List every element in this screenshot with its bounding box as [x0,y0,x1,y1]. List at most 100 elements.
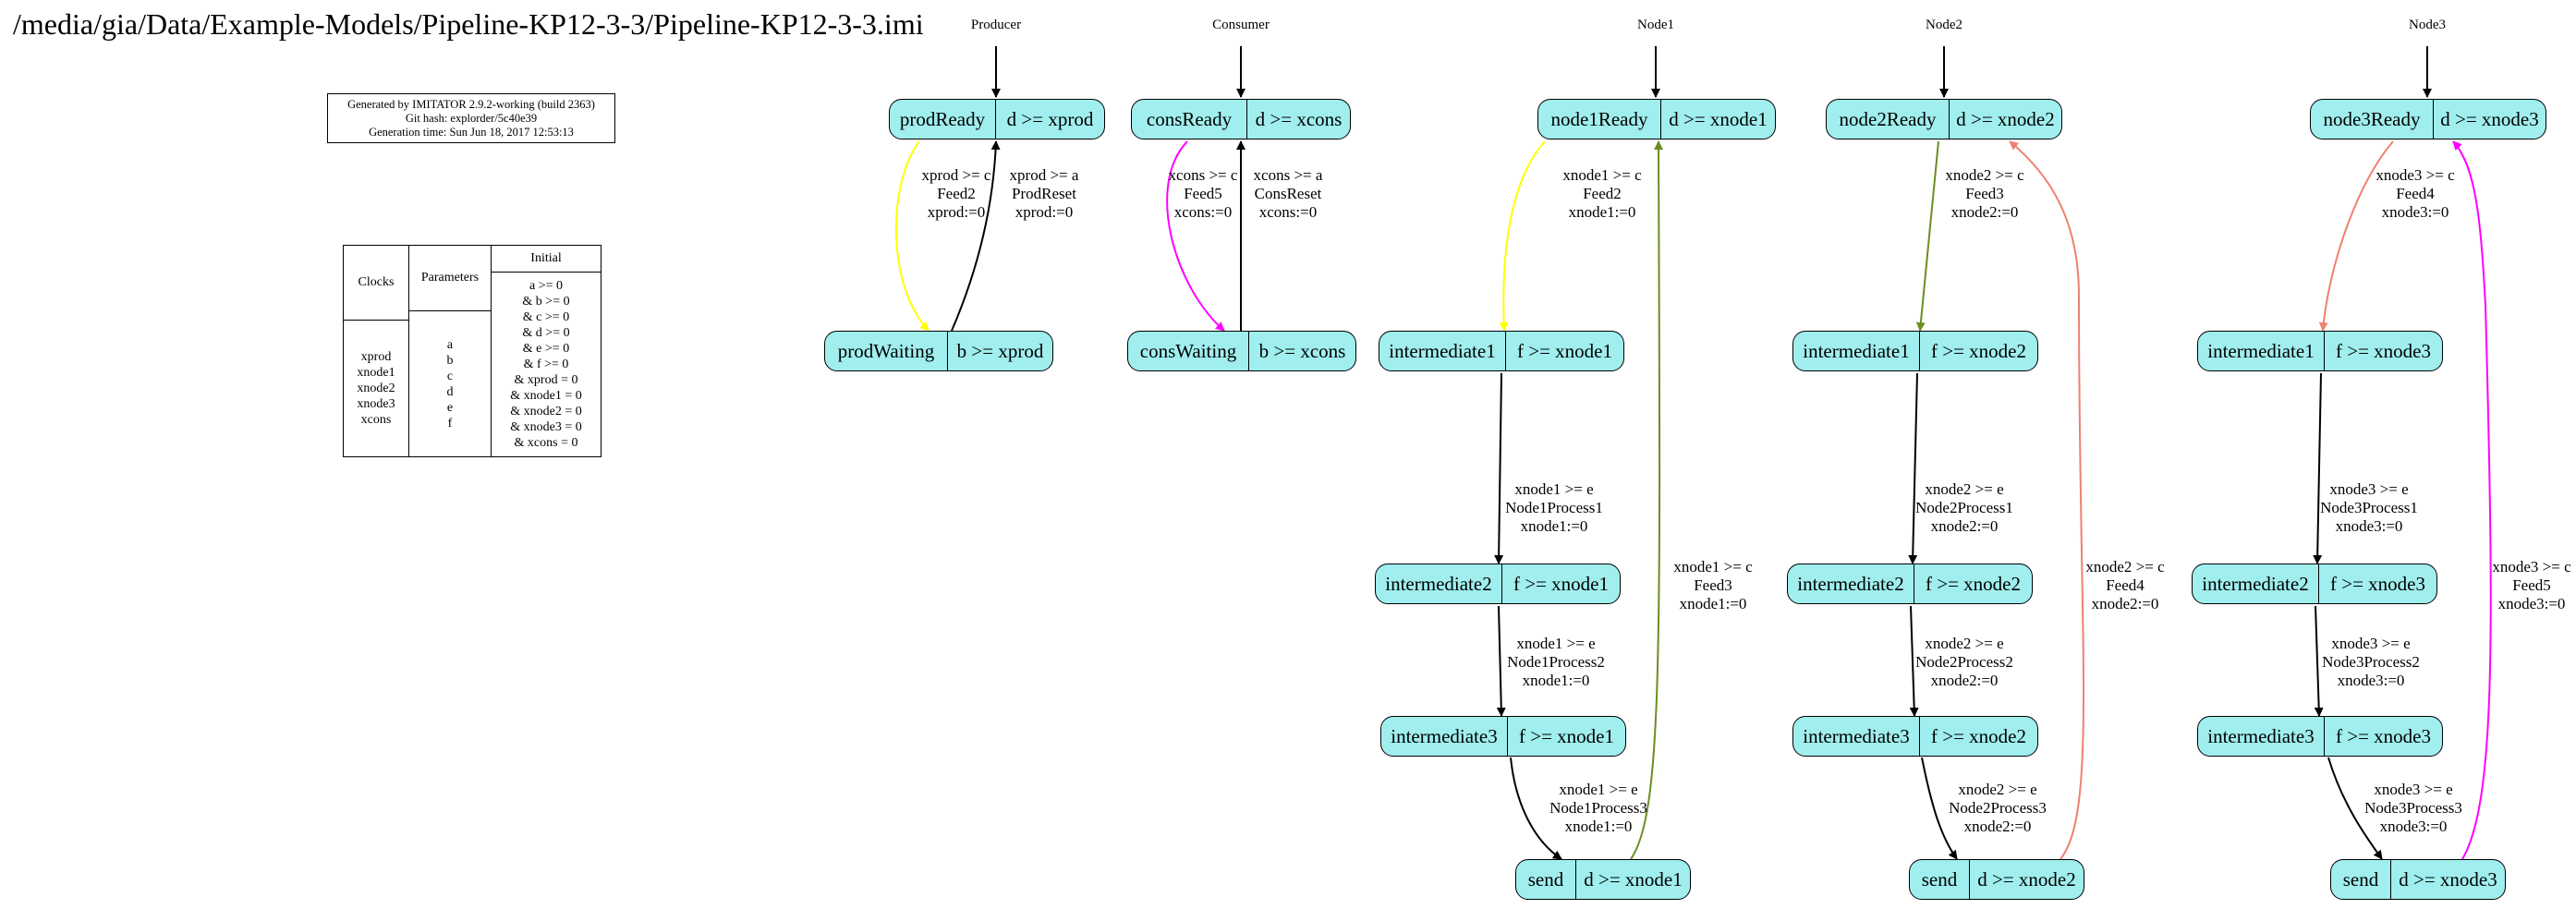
state-invariant: f >= xnode2 [1930,339,2026,362]
text-line: xcons >= c [1168,166,1238,184]
state-node2Ready[interactable]: node2Ready d >= xnode2 [1826,99,2062,139]
edge-n2-feed-in [1915,140,1939,332]
edge-prod-feed [894,140,930,332]
text-line: a >= 0 [529,279,563,294]
diagram-title: /media/gia/Data/Example-Models/Pipeline-… [13,7,924,41]
text-line: Node1Process2 [1507,653,1605,671]
text-line: Node3Process3 [2364,799,2462,817]
text-line: xnode3 >= e [2331,635,2411,652]
text-line: xnode2:=0 [1963,818,2032,835]
state-node1-intermediate3[interactable]: intermediate3 f >= xnode1 [1380,716,1626,757]
text-line: xprod:=0 [927,203,986,221]
text-line: & e >= 0 [522,342,570,357]
edge-cons-feed [1166,140,1225,332]
text-line: xnode1 >= e [1514,480,1594,498]
state-node3-intermediate1[interactable]: intermediate1 f >= xnode3 [2197,331,2443,371]
text-line: xnode1 >= e [1516,635,1596,652]
edge-n3-feed-out [2452,140,2492,860]
text-line: xnode3 >= e [2329,480,2409,498]
state-node3-intermediate3[interactable]: intermediate3 f >= xnode3 [2197,716,2443,757]
state-name: node2Ready [1827,100,1950,139]
text-line: ProdReset [1012,185,1076,202]
text-line: xnode1:=0 [1520,517,1588,535]
state-node3-intermediate2[interactable]: intermediate2 f >= xnode3 [2192,564,2437,604]
edge-n2-p3 [1921,757,1958,860]
state-name: prodReady [890,100,996,139]
text-line: xnode3 >= c [2492,558,2571,576]
state-node1-intermediate1[interactable]: intermediate1 f >= xnode1 [1379,331,1624,371]
text-line: xnode1:=0 [1568,203,1636,221]
state-invariant: b >= xprod [956,339,1044,362]
state-name: intermediate1 [1379,332,1506,370]
text-line: Feed2 [937,185,976,202]
text-line: xnode2 >= e [1925,635,2004,652]
edge-n1-feed-in [1499,140,1546,332]
state-consWaiting[interactable]: consWaiting b >= xcons [1127,331,1356,371]
generation-time-text: Generation time: Sun Jun 18, 2017 12:53:… [369,126,574,139]
state-invariant: d >= xnode2 [1977,867,2076,891]
text-line: xnode3 >= e [2374,781,2453,798]
state-node3Ready[interactable]: node3Ready d >= xnode3 [2310,99,2546,139]
state-node1-intermediate2[interactable]: intermediate2 f >= xnode1 [1375,564,1621,604]
text-line: xnode1 [357,366,395,380]
state-prodWaiting[interactable]: prodWaiting b >= xprod [824,331,1053,371]
text-line: xnode1:=0 [1679,595,1747,612]
process-label-consumer: Consumer [1212,18,1270,32]
text-line: e [446,400,454,415]
process-label-node3: Node3 [2409,18,2446,32]
state-consReady[interactable]: consReady d >= xcons [1131,99,1351,139]
state-invariant: f >= xnode1 [1516,339,1612,362]
edge-n3-feed-in [2318,140,2394,332]
state-name: intermediate1 [2198,332,2325,370]
state-node1Ready[interactable]: node1Ready d >= xnode1 [1537,99,1776,139]
text-line: xnode2:=0 [1930,672,1999,689]
text-line: xnode1 >= c [1562,166,1642,184]
state-node2-send[interactable]: send d >= xnode2 [1909,859,2084,900]
text-line: xnode3:=0 [2379,818,2448,835]
state-invariant: f >= xnode3 [2329,572,2425,595]
state-name: intermediate2 [2193,564,2319,603]
parameters-header: Parameters [409,246,491,311]
state-invariant: f >= xnode1 [1518,724,1614,747]
text-line: Feed5 [1184,185,1222,202]
state-node2-intermediate1[interactable]: intermediate1 f >= xnode2 [1792,331,2038,371]
text-line: xcons >= a [1253,166,1323,184]
state-prodReady[interactable]: prodReady d >= xprod [889,99,1105,139]
text-line: xnode3 [357,397,395,411]
text-line: f [447,416,453,430]
text-line: xprod >= a [1009,166,1079,184]
state-name: send [2331,860,2391,899]
generated-by-text: Generated by IMITATOR 2.9.2-working (bui… [347,98,595,111]
state-node1-send[interactable]: send d >= xnode1 [1515,859,1691,900]
state-name: intermediate3 [1793,717,1920,756]
text-line: xnode2 >= c [2085,558,2165,576]
text-line: Feed4 [2396,185,2435,202]
text-line: xnode2 >= c [1945,166,2024,184]
edge-prod-reset [951,140,1001,332]
state-node3-send[interactable]: send d >= xnode3 [2330,859,2506,900]
state-node2-intermediate3[interactable]: intermediate3 f >= xnode2 [1792,716,2038,757]
text-line: & c >= 0 [522,310,570,325]
text-line: Node3Process2 [2322,653,2420,671]
text-line: xnode1:=0 [1522,672,1590,689]
initial-constraints-list: a >= 0& b >= 0& c >= 0& d >= 0& e >= 0& … [492,278,601,451]
state-name: send [1910,860,1970,899]
edge-n1-p2 [1496,605,1506,717]
state-name: send [1516,860,1576,899]
state-node2-intermediate2[interactable]: intermediate2 f >= xnode2 [1787,564,2033,604]
state-invariant: d >= xprod [1006,107,1094,130]
state-name: consWaiting [1128,332,1249,370]
text-line: xnode2:=0 [2091,595,2159,612]
